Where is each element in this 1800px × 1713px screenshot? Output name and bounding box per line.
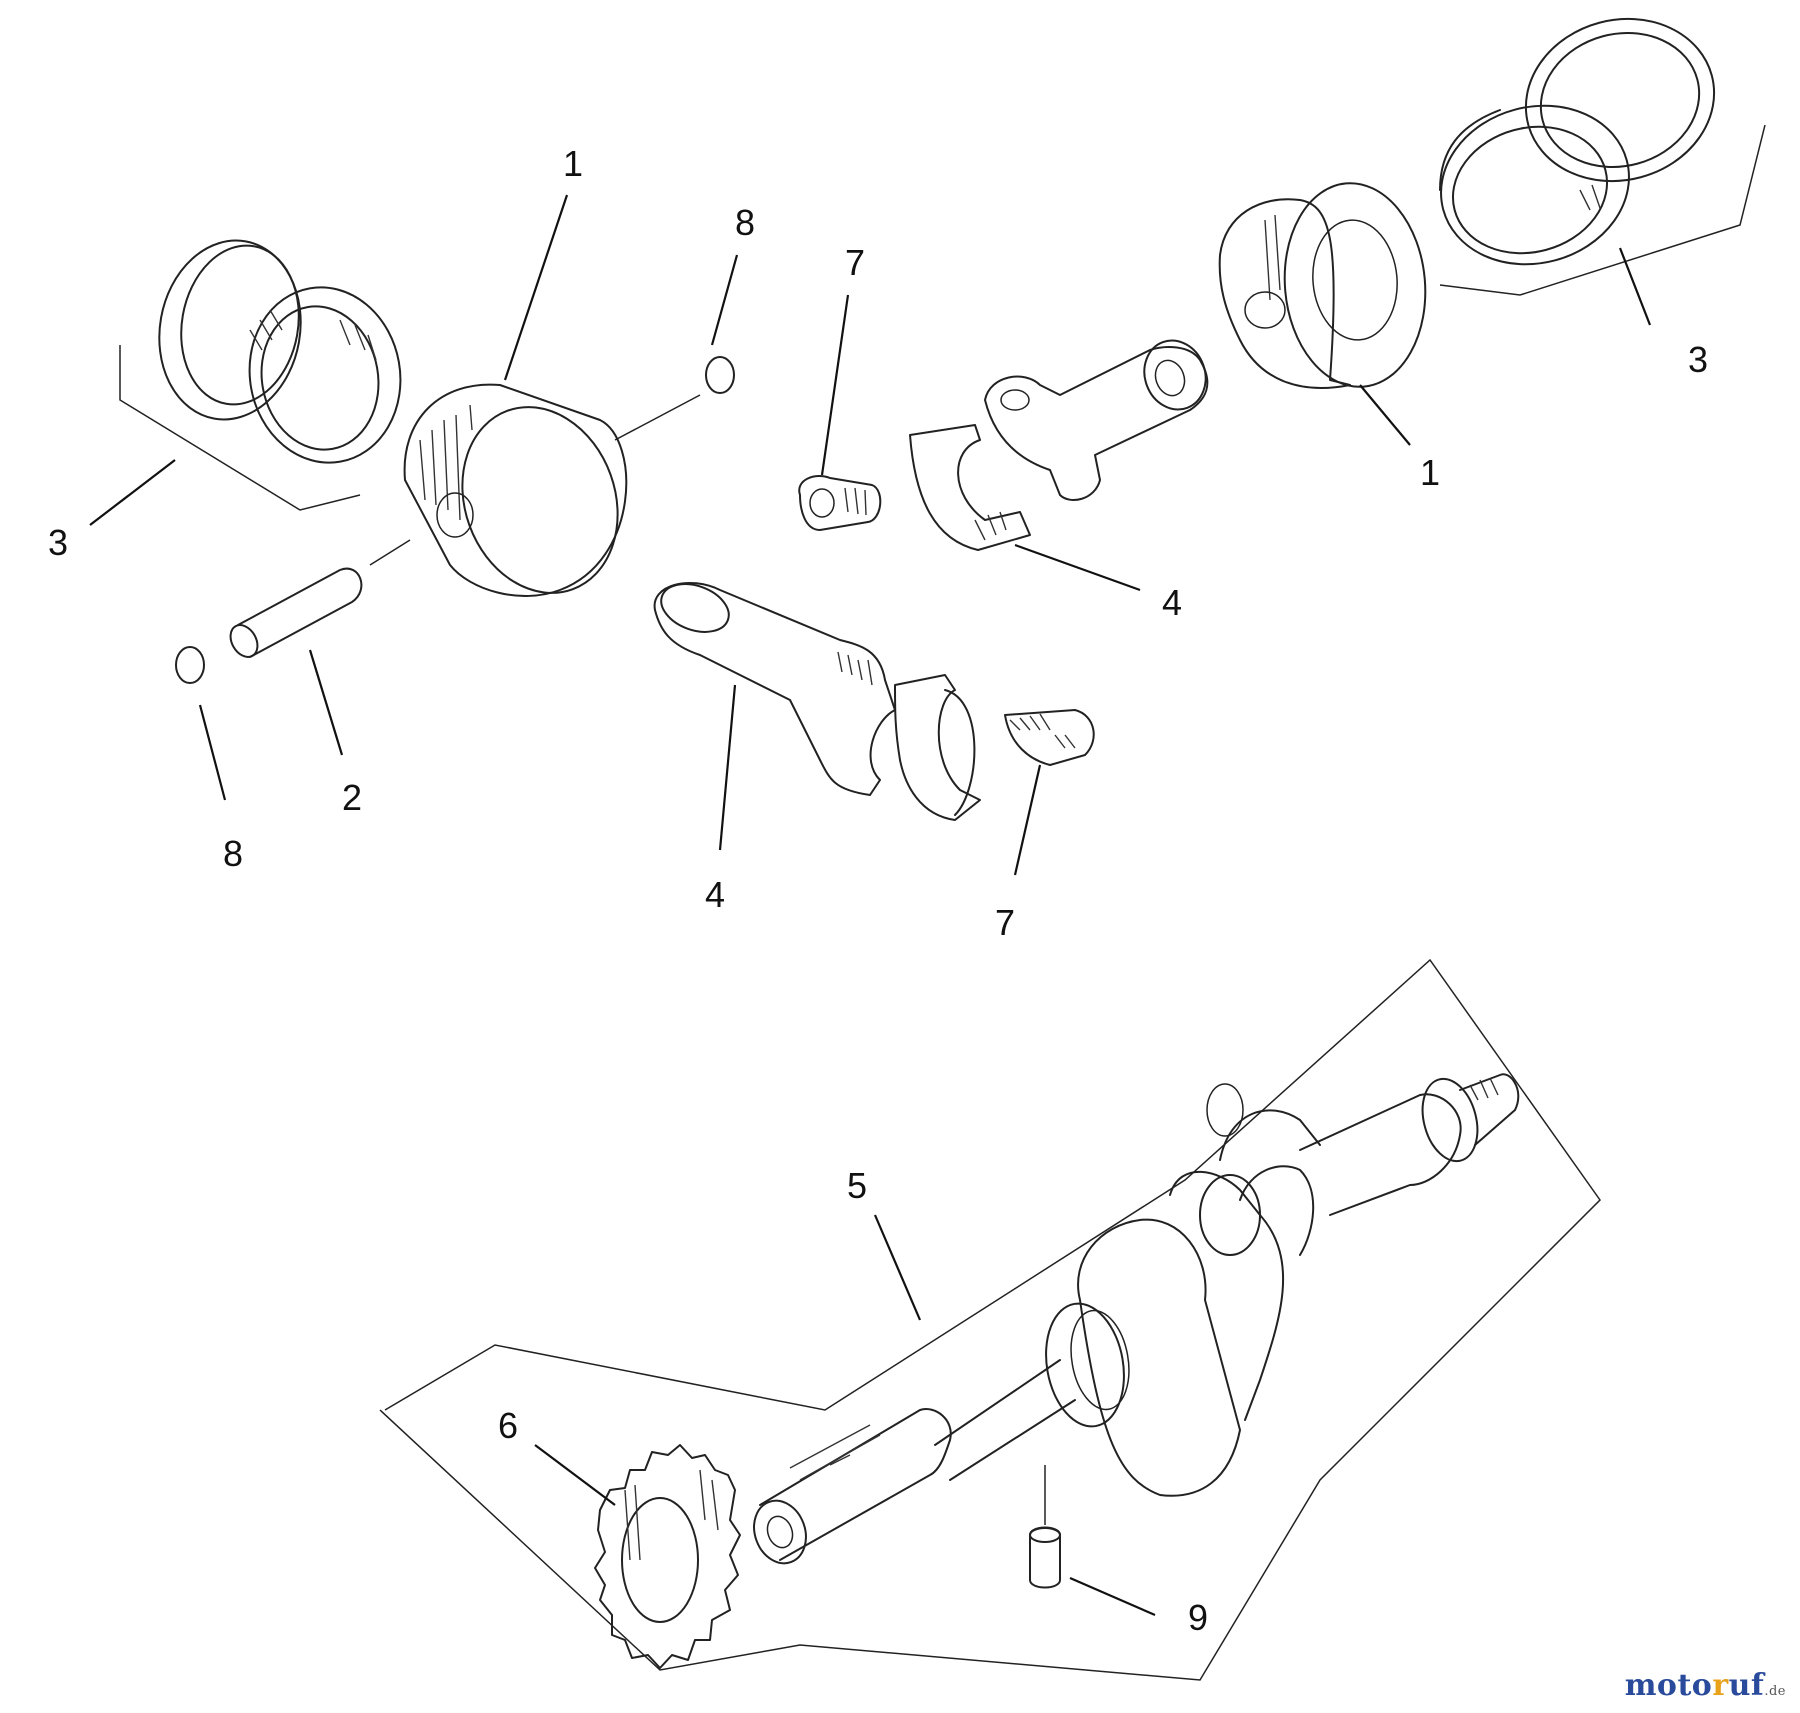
watermark-part1: moto	[1624, 1668, 1713, 1703]
callout-7-top: 7	[845, 242, 865, 283]
piston-left	[369, 383, 701, 597]
piston-rings-right	[1439, 17, 1766, 296]
callout-3-left: 3	[48, 522, 68, 563]
watermark-suffix: .de	[1764, 1684, 1786, 1699]
watermark-logo: motoruf.de	[1625, 1668, 1786, 1703]
connecting-rod-left	[653, 582, 896, 796]
callout-4-left: 4	[705, 874, 725, 915]
callout-8-bottom: 8	[223, 833, 243, 874]
timing-gear	[594, 1444, 741, 1669]
callout-labels: 1 8 7 3 1 3 4 2 8 4 7 5 6 9	[48, 143, 1708, 1638]
callout-7-bottom: 7	[995, 902, 1015, 943]
plug-9	[1029, 1465, 1061, 1589]
leader-lines	[89, 194, 1652, 1617]
circlip-right	[705, 356, 735, 394]
rod-bolt-top	[798, 475, 882, 531]
watermark-part3: uf	[1728, 1668, 1765, 1703]
watermark-part2: r	[1712, 1668, 1729, 1703]
crankshaft-assembly	[379, 958, 1601, 1681]
bearing-cap-lower	[894, 674, 981, 821]
callout-1-right: 1	[1420, 452, 1440, 493]
circlip-left	[175, 646, 205, 684]
callout-5: 5	[847, 1165, 867, 1206]
callout-2: 2	[342, 777, 362, 818]
callout-8-top: 8	[735, 202, 755, 243]
callout-6: 6	[498, 1405, 518, 1446]
connecting-rod-right	[984, 339, 1209, 501]
callout-3-right: 3	[1688, 339, 1708, 380]
piston-rings-left	[119, 239, 402, 511]
bearing-cap-right	[909, 424, 1031, 551]
callout-1-left: 1	[563, 143, 583, 184]
piston-right	[1218, 182, 1427, 389]
rod-bolt-lower	[1004, 709, 1095, 766]
callout-4-right: 4	[1162, 582, 1182, 623]
callout-9: 9	[1188, 1597, 1208, 1638]
piston-pin	[229, 567, 363, 658]
